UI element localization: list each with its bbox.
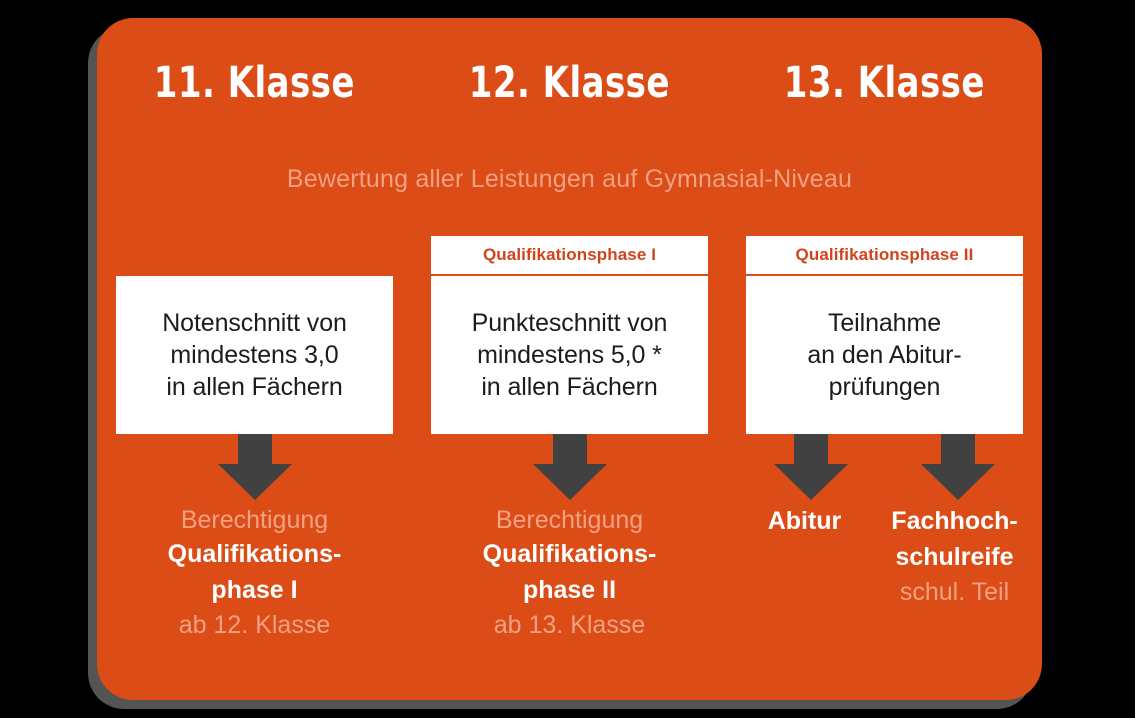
outcome-prefix: Berechtigung — [495, 506, 644, 534]
down-arrow-icon — [921, 434, 995, 500]
criteria-line: Punkteschnitt von — [471, 309, 668, 337]
outcome-main-line: phase II — [522, 575, 617, 604]
outcome-suffix: ab 13. Klasse — [493, 611, 646, 639]
outcome-prefix: Berechtigung — [180, 506, 329, 534]
columns-container: Notenschnitt von mindestens 3,0 in allen… — [97, 236, 1042, 644]
column-klasse-13: Qualifikationsphase II Teilnahme an den … — [727, 236, 1042, 644]
outcome-main-line: Qualifikations- — [482, 540, 657, 568]
orange-card: 11. Klasse 12. Klasse 13. Klasse Bewertu… — [97, 18, 1042, 700]
outcome-main-line: Qualifikations- — [167, 540, 342, 568]
criteria-line: Teilnahme — [827, 309, 942, 337]
grade-title-12: 12. Klasse — [468, 58, 671, 108]
grade-header-row: 11. Klasse 12. Klasse 13. Klasse — [97, 62, 1042, 105]
arrow-zone-2 — [431, 434, 708, 500]
criteria-line: mindestens 3,0 — [170, 341, 339, 369]
arrow-zone-1 — [116, 434, 393, 500]
outcome-main-line: Fachhoch- — [891, 507, 1018, 535]
criteria-line: in allen Fächern — [481, 373, 658, 401]
outcome-main-line: Abitur — [767, 507, 842, 535]
phase-label-3: Qualifikationsphase II — [746, 236, 1023, 276]
down-arrow-icon — [774, 434, 848, 500]
criteria-box-1: Notenschnitt von mindestens 3,0 in allen… — [116, 276, 393, 434]
grade-title-11: 11. Klasse — [153, 58, 356, 108]
outcome-main-line: phase I — [211, 575, 298, 604]
outcome-main-line: schulreife — [895, 542, 1014, 571]
grade-col-3: 13. Klasse — [727, 62, 1042, 105]
outcome-abitur: Abitur — [735, 504, 875, 611]
grade-title-13: 13. Klasse — [783, 58, 986, 108]
column-klasse-12: Qualifikationsphase I Punkteschnitt von … — [412, 236, 727, 644]
outcome-fachhochschulreife: Fachhoch- schulreife schul. Teil — [875, 504, 1035, 611]
down-arrow-icon — [217, 434, 292, 500]
criteria-box-3: Teilnahme an den Abitur- prüfungen — [746, 276, 1023, 434]
phase-label-2: Qualifikationsphase I — [431, 236, 708, 276]
criteria-box-2: Punkteschnitt von mindestens 5,0 * in al… — [431, 276, 708, 434]
arrow-zone-3 — [746, 434, 1023, 500]
down-arrow-icon — [532, 434, 607, 500]
outcome-suffix: schul. Teil — [899, 578, 1010, 606]
subtitle: Bewertung aller Leistungen auf Gymnasial… — [286, 165, 853, 193]
grade-col-2: 12. Klasse — [412, 62, 727, 105]
outcome-3: Abitur Fachhoch- schulreife schul. Teil — [735, 504, 1035, 611]
criteria-line: prüfungen — [828, 373, 941, 401]
criteria-line: an den Abitur- — [807, 341, 962, 369]
criteria-line: Notenschnitt von — [162, 309, 347, 337]
criteria-line: mindestens 5,0 * — [477, 341, 662, 369]
phase-label-1 — [116, 236, 393, 276]
outcome-suffix: ab 12. Klasse — [178, 611, 331, 639]
column-klasse-11: Notenschnitt von mindestens 3,0 in allen… — [97, 236, 412, 644]
criteria-line: in allen Fächern — [166, 373, 343, 401]
outcome-2: Berechtigung Qualifikations- phase II ab… — [420, 504, 720, 644]
grade-col-1: 11. Klasse — [97, 62, 412, 105]
outcome-1: Berechtigung Qualifikations- phase I ab … — [105, 504, 405, 644]
